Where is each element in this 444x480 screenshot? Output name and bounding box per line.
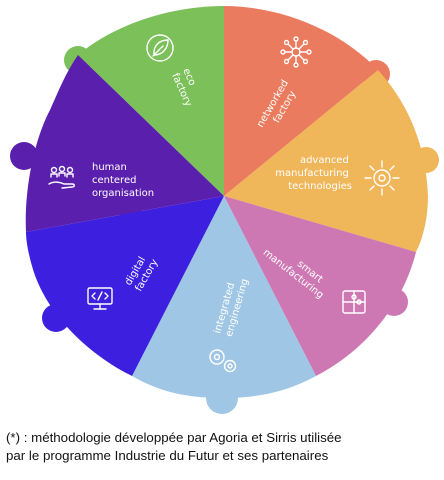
footnote-caption: (*) : méthodologie développée par Agoria… bbox=[6, 429, 442, 465]
segment-networked-factory-shape bbox=[224, 6, 378, 196]
segment-human-centered-organisation-bump bbox=[10, 142, 38, 170]
segment-advanced-manufacturing: advanced manufacturing technologies bbox=[224, 70, 439, 252]
gear-sun-icon bbox=[364, 160, 400, 196]
segment-human-centered-organisation-label: human centered organisation bbox=[92, 162, 154, 199]
segment-human-centered-organisation: human centered organisation bbox=[10, 55, 224, 232]
footnote-line-2: par le programme Industrie du Futur et s… bbox=[6, 448, 329, 463]
people-hand-icon bbox=[48, 165, 75, 189]
segment-digital-factory-bump-inner bbox=[118, 208, 146, 236]
segment-digital-factory-shape bbox=[26, 196, 224, 376]
segment-advanced-manufacturing-shape bbox=[224, 70, 428, 252]
segment-smart-manufacturing-bump bbox=[380, 288, 408, 316]
segment-advanced-manufacturing-label: advanced manufacturing technologies bbox=[275, 155, 352, 192]
footnote-line-1: (*) : méthodologie développée par Agoria… bbox=[6, 430, 342, 445]
puzzle-icon bbox=[342, 290, 366, 314]
segment-digital-factory-bump bbox=[42, 304, 70, 332]
gears-icon bbox=[209, 349, 237, 373]
segment-smart-manufacturing-shape bbox=[224, 196, 416, 376]
segment-integrated-engineering: integrated engineering bbox=[132, 196, 316, 414]
monitor-code-icon bbox=[87, 287, 113, 310]
segment-eco-factory: eco factory bbox=[64, 6, 224, 196]
network-icon bbox=[280, 36, 312, 68]
segment-integrated-engineering-shape bbox=[132, 196, 316, 398]
segment-advanced-manufacturing-bump bbox=[413, 147, 439, 173]
segment-integrated-engineering-bump bbox=[206, 382, 238, 414]
segment-eco-factory-shape bbox=[78, 6, 224, 196]
leaf-icon bbox=[146, 34, 174, 62]
segment-smart-manufacturing: smart manufacturing bbox=[224, 196, 416, 376]
factory-of-the-future-wheel: eco factory networked factory bbox=[10, 6, 439, 414]
segment-digital-factory: digital factory bbox=[26, 196, 224, 376]
segment-human-centered-organisation-shape bbox=[25, 55, 224, 232]
